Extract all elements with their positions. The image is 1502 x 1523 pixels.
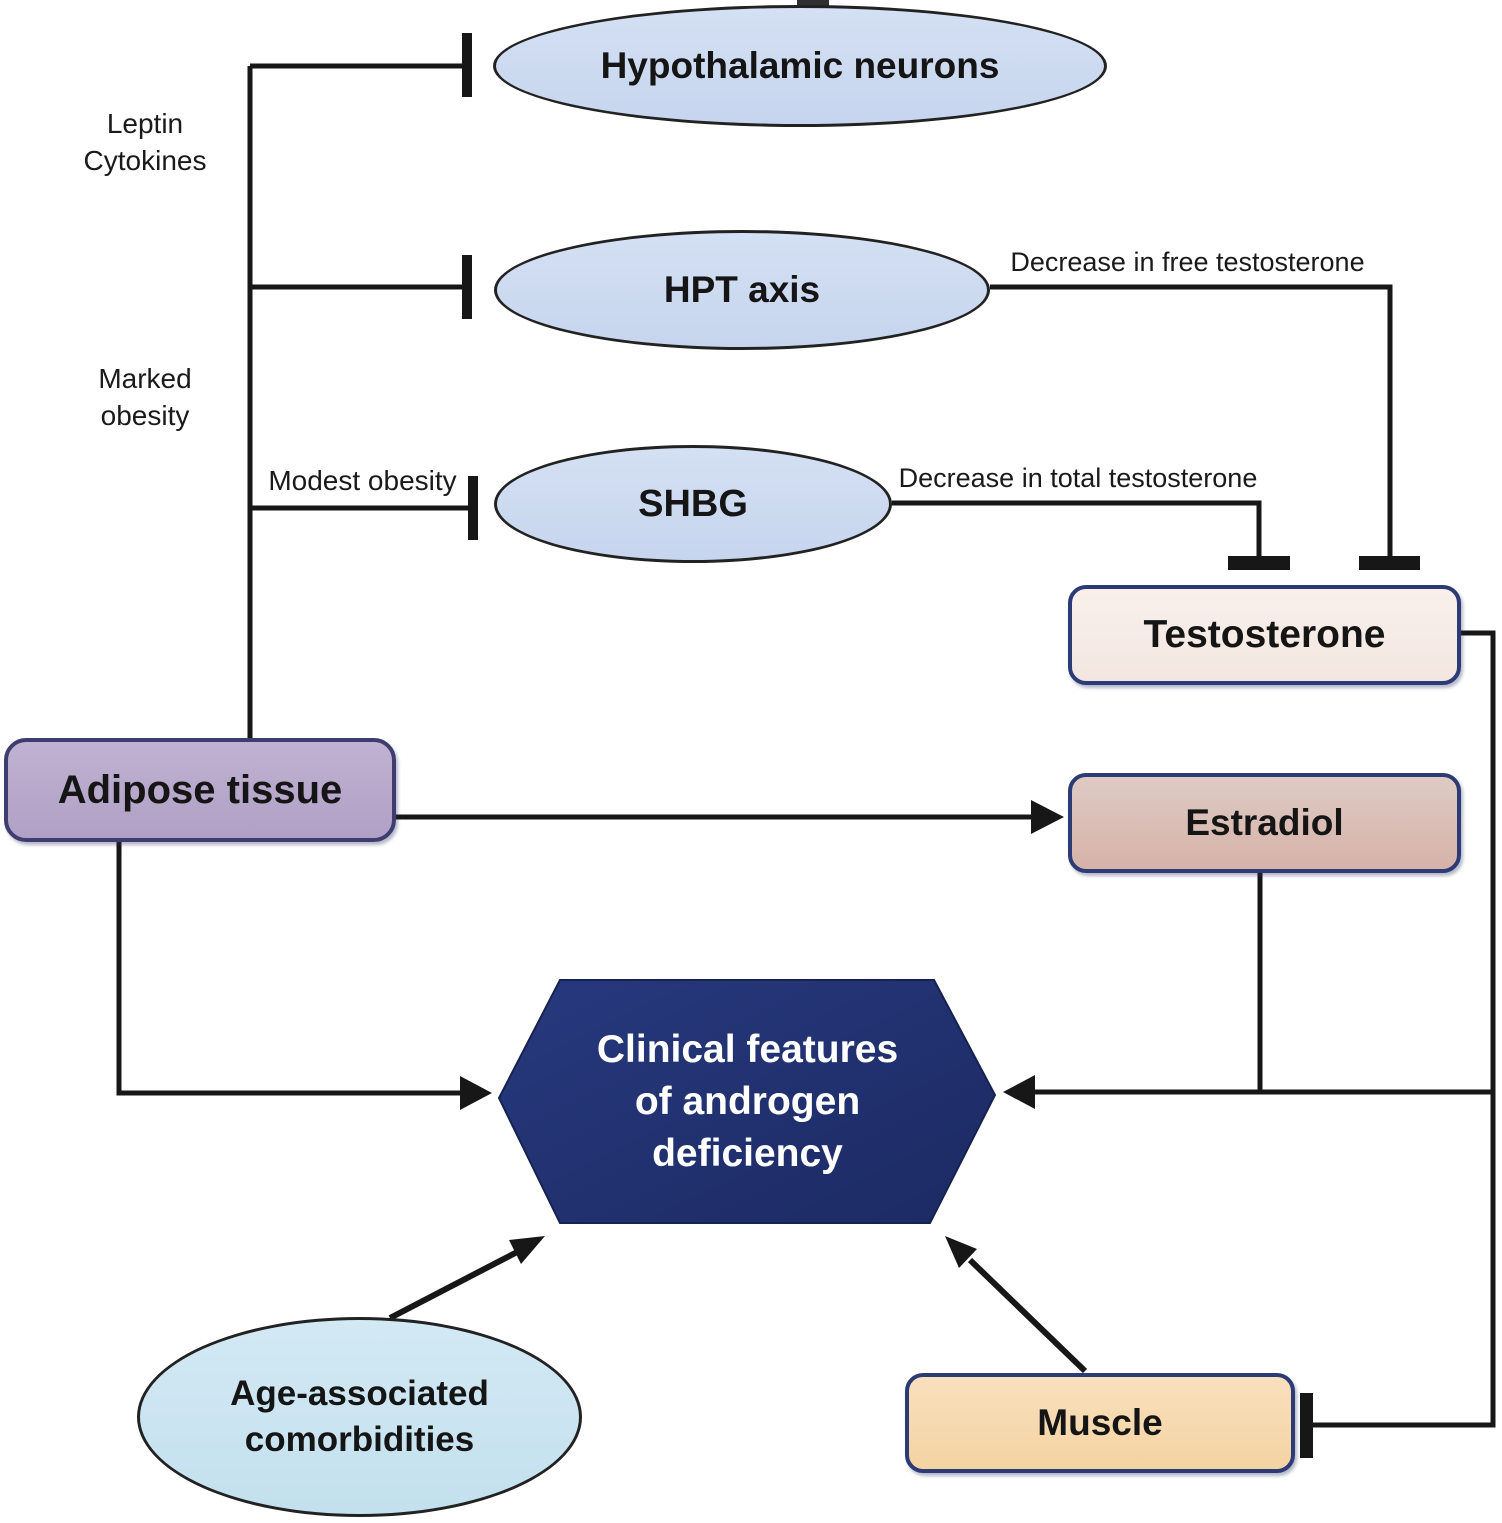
arrow-line-muscle-hexagon (967, 1257, 1088, 1374)
clinical-features-label: Clinical features of androgen deficiency (520, 1000, 975, 1204)
leptin-line1: Leptin (106, 108, 184, 139)
arrowhead-left-into-hexagon (460, 1076, 492, 1110)
tbar-shbg (468, 476, 478, 540)
arrowhead-muscle-into-hexagon (945, 1236, 977, 1268)
marked-obesity-line1: Marked (98, 363, 192, 394)
arrow-line-adipose-hexagon (116, 841, 462, 1096)
inhibit-line-free-testosterone (990, 284, 1393, 556)
edge-label-decrease-free-testosterone: Decrease in free testosterone (1010, 247, 1365, 277)
tbar-free-testosterone (1359, 556, 1420, 570)
inhibit-line-total-testosterone (892, 500, 1262, 556)
estradiol-label: Estradiol (1185, 802, 1344, 843)
edge-label-decrease-total-testosterone: Decrease in total testosterone (898, 463, 1258, 493)
tbar-total-testosterone (1228, 556, 1290, 570)
clinical-features-line3: deficiency (652, 1132, 843, 1175)
arrowhead-into-estradiol (1031, 800, 1064, 834)
node-testosterone: Testosterone (1068, 585, 1461, 685)
adipose-tissue-label: Adipose tissue (57, 767, 343, 812)
node-estradiol: Estradiol (1068, 773, 1461, 873)
shbg-label: SHBG (638, 482, 748, 525)
arrowhead-right-into-hexagon (1003, 1075, 1035, 1109)
leptin-line2: Cytokines (83, 145, 207, 176)
top-edge-mark (797, 0, 829, 6)
clinical-features-hexagon (497, 979, 997, 1224)
node-muscle: Muscle (905, 1373, 1295, 1473)
tbar-hpt (462, 255, 472, 319)
edge-label-modest-obesity: Modest obesity (268, 465, 457, 496)
hpt-axis-label: HPT axis (663, 269, 821, 310)
node-shbg: SHBG (494, 445, 892, 563)
tbar-hypothalamic (462, 33, 472, 97)
arrowhead-age-into-hexagon (509, 1236, 545, 1264)
node-adipose-tissue: Adipose tissue (4, 738, 396, 842)
age-comorbidities-line2: comorbidities (244, 1420, 475, 1459)
muscle-label: Muscle (1037, 1402, 1163, 1443)
clinical-features-line2: of androgen (634, 1080, 861, 1123)
testosterone-label: Testosterone (1143, 613, 1386, 656)
marked-obesity-line2: obesity (100, 400, 190, 431)
hypothalamic-neurons-label: Hypothalamic neurons (600, 45, 1000, 86)
line-testosterone-right-rail (1313, 630, 1496, 1428)
node-age-comorbidities: Age-associated comorbidities (137, 1317, 582, 1517)
edge-label-leptin-cytokines: Leptin Cytokines (55, 105, 235, 179)
node-hypothalamic-neurons: Hypothalamic neurons (493, 5, 1107, 127)
tbar-muscle (1300, 1393, 1313, 1458)
node-hpt-axis: HPT axis (494, 230, 990, 350)
clinical-features-line1: Clinical features (596, 1028, 899, 1071)
age-comorbidities-line1: Age-associated (230, 1374, 489, 1413)
arrow-line-age-hexagon (388, 1247, 523, 1321)
edge-label-marked-obesity: Marked obesity (55, 360, 235, 434)
